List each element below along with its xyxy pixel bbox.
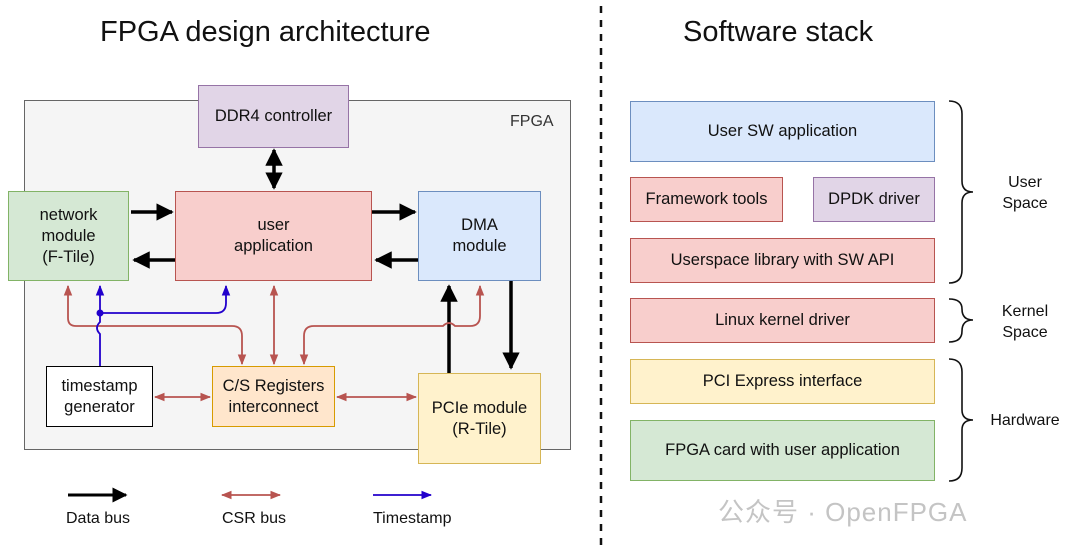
timestamp-to-network-link — [95, 284, 105, 366]
software-stack-title: Software stack — [683, 16, 874, 48]
network-module-label: network module (F-Tile) — [39, 205, 98, 266]
legend-csr-bus-label: CSR bus — [222, 510, 287, 527]
architecture-title: FPGA design architecture — [100, 16, 431, 48]
user-sw-application-layer: User SW application — [630, 101, 935, 162]
timestamp-generator-block: timestamp generator — [46, 366, 153, 427]
userspace-library-layer: Userspace library with SW API — [630, 238, 935, 283]
user-space-group-label: User Space — [1002, 174, 1048, 212]
pci-express-layer: PCI Express interface — [630, 359, 935, 404]
hardware-group-label: Hardware — [990, 412, 1060, 429]
dma-module-label: DMA module — [452, 216, 507, 255]
ddr4-controller-block: DDR4 controller — [198, 85, 349, 148]
dma-module-block: DMA module — [418, 191, 541, 281]
watermark-text: 公众号 · OpenFPGA — [718, 497, 968, 527]
linux-kernel-driver-layer: Linux kernel driver — [630, 298, 935, 343]
legend-data-bus-label: Data bus — [66, 510, 131, 527]
kernel-space-brace — [948, 298, 974, 343]
framework-tools-layer: Framework tools — [630, 177, 783, 222]
dma-csr-link — [299, 284, 485, 366]
fpga-label: FPGA — [510, 113, 554, 130]
ddr4-controller-label: DDR4 controller — [214, 107, 333, 125]
kernel-space-group-label: Kernel Space — [1001, 303, 1049, 341]
pci-express-label: PCI Express interface — [702, 372, 863, 390]
pcie-module-block: PCIe module (R-Tile) — [418, 373, 541, 464]
csr-interconnect-block: C/S Registers interconnect — [212, 366, 335, 427]
legend-timestamp-label: Timestamp — [373, 510, 452, 527]
user-application-label: user application — [234, 216, 313, 255]
hardware-brace — [948, 358, 974, 482]
timestamp-junction-dot — [96, 309, 104, 317]
framework-tools-label: Framework tools — [645, 190, 768, 208]
csr-bus-links — [63, 284, 485, 402]
stack-braces — [948, 100, 974, 482]
csr-interconnect-label: C/S Registers interconnect — [222, 376, 325, 416]
userspace-library-label: Userspace library with SW API — [670, 251, 895, 269]
linux-kernel-driver-label: Linux kernel driver — [715, 311, 850, 329]
data-bus-links — [131, 148, 520, 373]
fpga-card-label: FPGA card with user application — [665, 441, 900, 459]
dpdk-driver-label: DPDK driver — [828, 190, 920, 208]
network-csr-link — [63, 284, 247, 366]
user-application-block: user application — [175, 191, 372, 281]
timestamp-links — [95, 284, 231, 366]
timestamp-generator-label: timestamp generator — [61, 376, 138, 416]
pcie-module-label: PCIe module (R-Tile) — [431, 398, 528, 438]
fpga-card-layer: FPGA card with user application — [630, 420, 935, 481]
timestamp-to-user-app-link — [100, 284, 231, 314]
user-space-brace — [948, 100, 974, 284]
dpdk-driver-layer: DPDK driver — [813, 177, 935, 222]
network-module-block: network module (F-Tile) — [8, 191, 129, 281]
user-sw-application-label: User SW application — [707, 122, 858, 140]
